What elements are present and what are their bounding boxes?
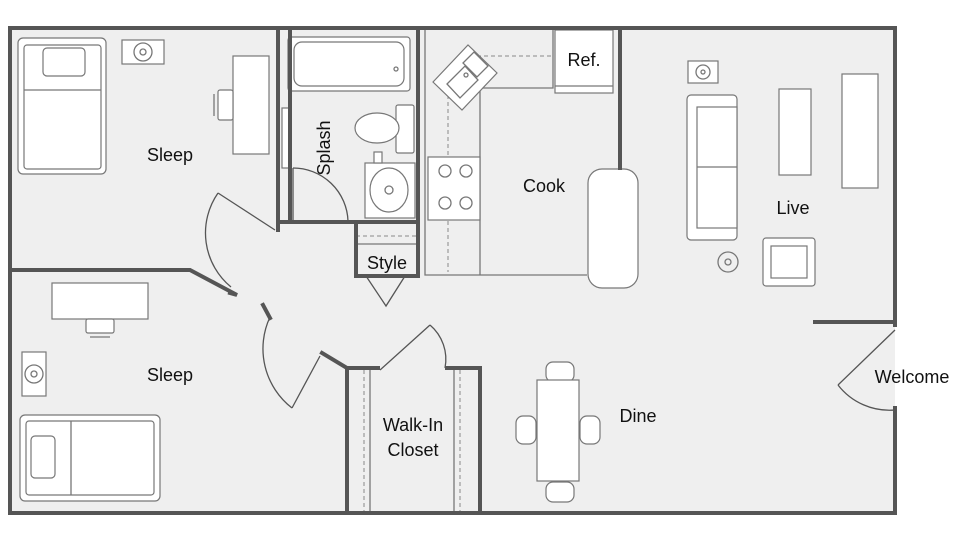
room-labels: Sleep Sleep Splash Style Cook Ref. Live … <box>147 50 949 460</box>
entry-door-icon <box>837 329 896 411</box>
room-label-ref: Ref. <box>567 50 600 70</box>
lamp-icon <box>687 60 719 84</box>
door-icon <box>204 192 276 288</box>
room-label-style: Style <box>367 253 407 273</box>
coffee-table-icon <box>778 88 812 176</box>
nightstand-lamp-icon <box>121 39 165 65</box>
door-icon <box>379 324 447 371</box>
island-icon <box>587 168 639 289</box>
bathtub-icon <box>287 36 411 92</box>
room-label-walk-in: Walk-In <box>383 415 443 435</box>
toilet-icon <box>354 104 415 154</box>
room-label-cook: Cook <box>523 176 566 196</box>
desk-icon <box>232 55 270 155</box>
kitchen-fixtures <box>424 29 639 289</box>
chair-icon <box>579 415 601 445</box>
bathroom-fixtures <box>281 36 416 222</box>
room-label-splash: Splash <box>314 120 334 175</box>
media-console-icon <box>841 73 879 189</box>
room-label-live: Live <box>776 198 809 218</box>
chair-icon <box>545 481 575 503</box>
bed-icon <box>19 414 161 502</box>
walls <box>8 26 897 515</box>
chair-icon <box>515 415 537 445</box>
chair-icon <box>213 89 234 121</box>
bed-icon <box>17 37 107 175</box>
dining-table-icon <box>536 379 580 482</box>
style-closet-details <box>356 235 416 308</box>
chair-icon <box>545 361 575 383</box>
walk-in-closet-details <box>363 370 461 512</box>
nightstand-lamp-icon <box>21 351 47 397</box>
armchair-icon <box>762 237 816 287</box>
door-icon <box>262 316 321 409</box>
stove-icon <box>427 156 481 221</box>
living-room-furniture <box>686 60 879 287</box>
room-label-welcome: Welcome <box>875 367 950 387</box>
sink-icon <box>432 44 498 111</box>
lamp-icon <box>717 251 739 273</box>
bedroom-upper-furniture <box>17 37 270 175</box>
chair-icon <box>85 318 115 338</box>
sink-icon <box>364 151 416 219</box>
room-label-dine: Dine <box>619 406 656 426</box>
doors <box>204 192 896 411</box>
room-label-sleep-lower: Sleep <box>147 365 193 385</box>
bedroom-lower-furniture <box>19 282 161 502</box>
sofa-icon <box>686 94 738 241</box>
room-label-sleep-upper: Sleep <box>147 145 193 165</box>
desk-icon <box>51 282 149 320</box>
room-label-closet: Closet <box>387 440 438 460</box>
door-icon <box>365 275 406 308</box>
dining-furniture <box>515 361 601 503</box>
